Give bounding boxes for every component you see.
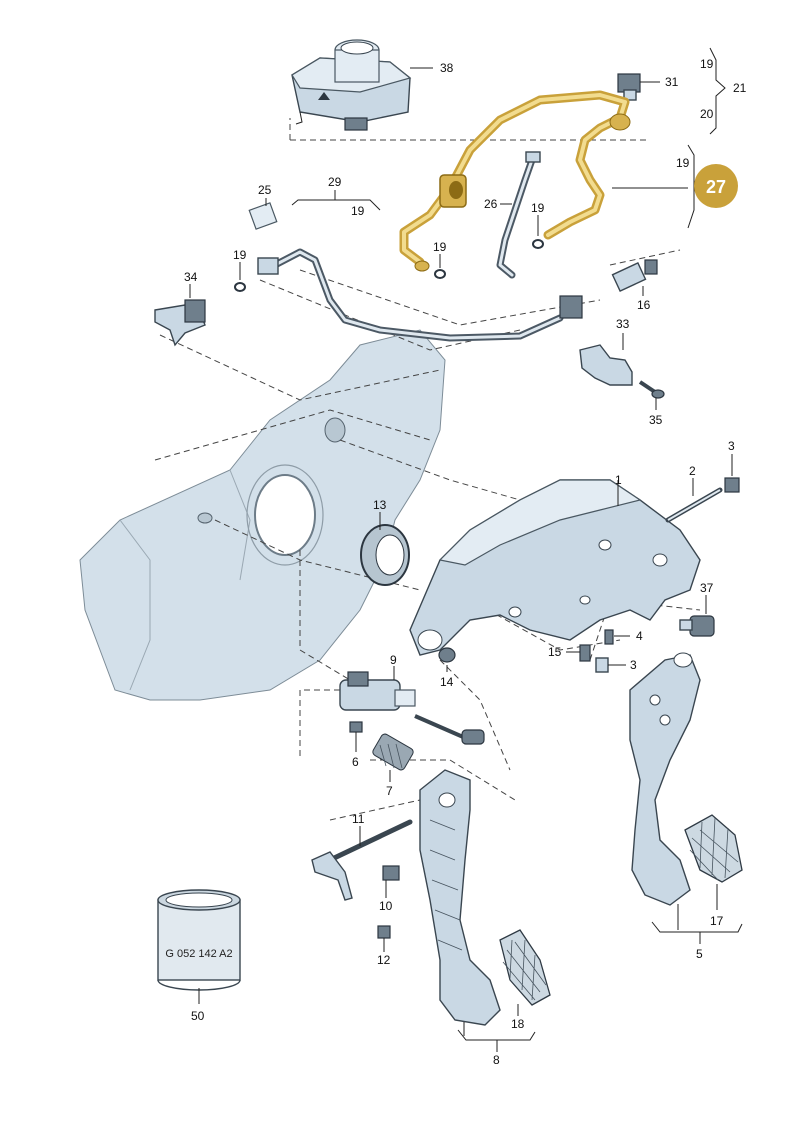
label-3b: 3 (630, 658, 637, 672)
bolt-35 (638, 380, 665, 399)
label-19f: 19 (233, 248, 247, 262)
label-19b: 19 (676, 156, 690, 170)
part-number-labels: 38 31 19 21 20 19 27 29 19 25 26 19 19 1… (184, 57, 747, 1067)
label-9: 9 (390, 653, 397, 667)
sensor-34 (154, 299, 206, 347)
clip-6 (349, 721, 363, 733)
label-29: 29 (328, 175, 342, 189)
pin-11 (311, 819, 413, 901)
grease-can-label: G 052 142 A2 (165, 948, 232, 960)
bushing-12 (377, 925, 391, 939)
spring-7 (372, 733, 414, 771)
clip-3-top (724, 477, 740, 493)
label-26: 26 (484, 197, 498, 211)
rod-2 (665, 487, 723, 523)
label-27: 27 (706, 177, 726, 197)
pedal-pad-17 (684, 814, 743, 883)
o-rings (234, 239, 544, 292)
grease-can-50: G 052 142 A2 (157, 889, 241, 991)
small-fasteners (438, 629, 614, 673)
brake-fluid-reservoir (291, 39, 412, 131)
label-6: 6 (352, 755, 359, 769)
brake-pedal-5 (629, 652, 701, 906)
pipe-29 (257, 248, 583, 342)
sleeve-25 (248, 202, 278, 230)
label-14: 14 (440, 675, 454, 689)
connector-16 (611, 259, 658, 293)
label-12: 12 (377, 953, 391, 967)
label-8: 8 (493, 1053, 500, 1067)
label-4: 4 (636, 629, 643, 643)
label-16: 16 (637, 298, 651, 312)
label-13: 13 (373, 498, 387, 512)
clip-31 (617, 73, 641, 101)
bushing-10 (382, 865, 400, 881)
label-2: 2 (689, 464, 696, 478)
label-21: 21 (733, 81, 747, 95)
label-5: 5 (696, 947, 703, 961)
label-1: 1 (615, 473, 622, 487)
label-15: 15 (548, 645, 562, 659)
label-19c: 19 (351, 204, 365, 218)
label-20: 20 (700, 107, 714, 121)
label-10: 10 (379, 899, 393, 913)
label-33: 33 (616, 317, 630, 331)
pedal-bracket-1 (409, 479, 701, 656)
leader-lines (189, 47, 743, 1052)
pedal-pad-18 (499, 929, 551, 1006)
label-31: 31 (665, 75, 679, 89)
label-25: 25 (258, 183, 272, 197)
label-7: 7 (386, 784, 393, 798)
label-34: 34 (184, 270, 198, 284)
ring-13 (360, 524, 410, 586)
label-37: 37 (700, 581, 714, 595)
bulkhead-panel (79, 329, 446, 701)
label-19e: 19 (433, 240, 447, 254)
bracket-33 (579, 344, 633, 386)
label-50: 50 (191, 1009, 205, 1023)
label-19a: 19 (700, 57, 714, 71)
part-37 (679, 615, 715, 637)
label-19d: 19 (531, 201, 545, 215)
clutch-pedal-8 (419, 769, 501, 1026)
label-38: 38 (440, 61, 454, 75)
label-3a: 3 (728, 439, 735, 453)
hose-26 (496, 151, 541, 279)
label-35: 35 (649, 413, 663, 427)
clutch-master-cylinder-9 (339, 671, 485, 745)
label-17: 17 (710, 914, 724, 928)
highlight-badge-27 (694, 164, 738, 208)
label-11: 11 (352, 812, 365, 826)
label-18: 18 (511, 1017, 525, 1031)
highlighted-clutch-line-27 (399, 90, 631, 272)
